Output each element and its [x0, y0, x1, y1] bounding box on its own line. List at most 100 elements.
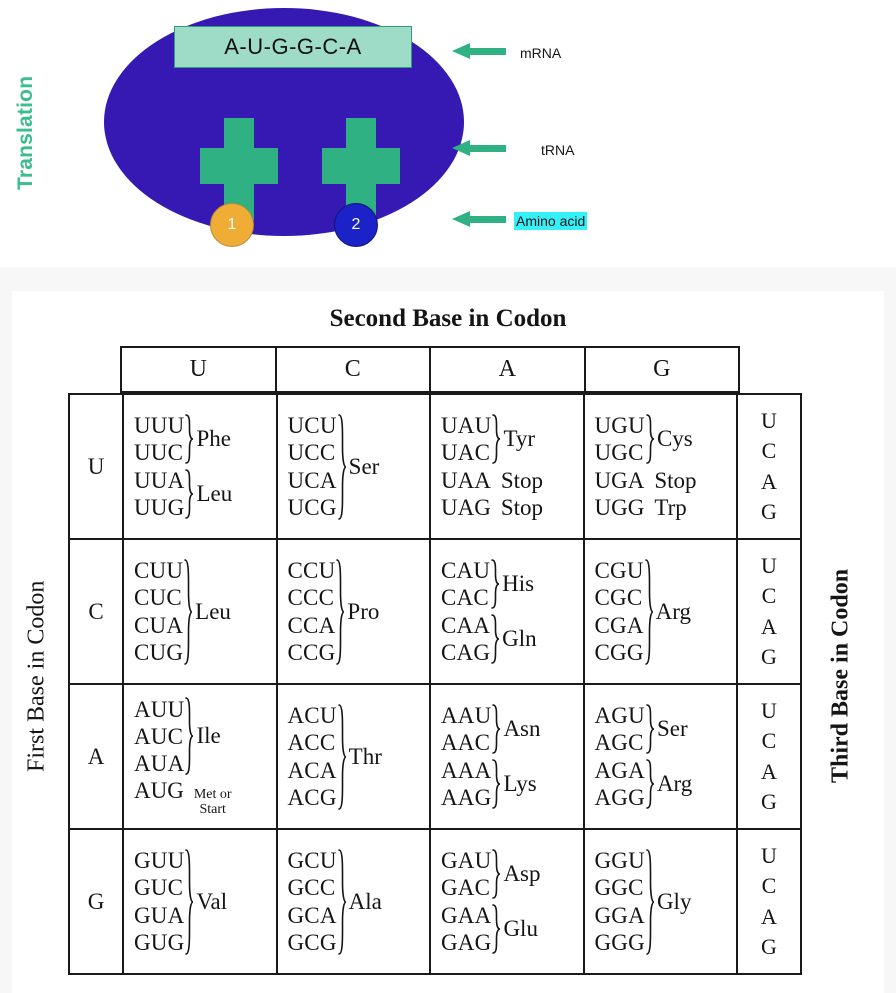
trna-horizontal-bar: [322, 148, 400, 184]
codon: GAG: [441, 929, 492, 955]
codon: CGC: [594, 585, 643, 611]
arrow-head: [452, 43, 470, 59]
codon: CCA: [287, 612, 336, 638]
codon: UCC: [287, 440, 336, 466]
codon: ACA: [287, 757, 337, 783]
curly-brace-icon: [646, 847, 655, 956]
arrow-shaft: [468, 145, 506, 152]
codon: AAU: [441, 703, 492, 729]
curly-brace-icon: [185, 412, 194, 466]
amino-acid-abbrev: Asp: [503, 861, 541, 887]
arrow-head: [452, 211, 470, 227]
codon: CAG: [441, 639, 491, 665]
curly-brace-icon: [491, 612, 500, 666]
codon: GGG: [594, 929, 645, 955]
third-base-letter: G: [761, 643, 777, 669]
codon: AGU: [594, 703, 645, 729]
codon: GUA: [134, 902, 185, 928]
codon: AAA: [441, 757, 492, 783]
codon: AGC: [594, 730, 644, 756]
codon: UAA: [441, 467, 491, 493]
codon: ACU: [287, 703, 337, 729]
amino-acid-abbrev: Ala: [348, 888, 382, 914]
curly-brace-icon: [337, 847, 347, 956]
curly-brace-icon: [646, 702, 655, 756]
second-base-header-g: G: [653, 356, 671, 382]
translation-diagram-panel: Translation A-U-G-G-C-A 1 2 mRNA tRNA Am…: [0, 0, 896, 267]
amino-acid-abbrev: Ser: [656, 716, 688, 742]
codon-table-title: Second Base in Codon: [329, 305, 567, 332]
amino-acid-abbrev: Lys: [503, 770, 537, 796]
third-base-letter: C: [761, 583, 777, 609]
curly-brace-icon: [646, 412, 655, 466]
amino-acid-abbrev: His: [502, 571, 535, 597]
amino-acid-number: 2: [351, 216, 361, 233]
third-base-letter: U: [761, 697, 777, 723]
third-base-letter: A: [761, 613, 777, 639]
curly-brace-icon: [185, 467, 194, 521]
trna-shape-1: [200, 118, 278, 220]
amino-acid-abbrev: Asn: [503, 716, 541, 742]
codon: GAC: [441, 875, 491, 901]
amino-acid-abbrev: Gly: [656, 888, 692, 914]
amino-acid-abbrev: Stop: [654, 467, 697, 493]
amino-acid-abbrev: Arg: [656, 770, 693, 796]
curly-brace-icon: [644, 557, 654, 666]
third-base-letter: G: [761, 498, 777, 524]
codon: GCG: [287, 929, 337, 955]
codon: UAG: [441, 494, 491, 520]
third-base-letter: U: [761, 842, 777, 868]
arrow-head: [452, 140, 470, 156]
curly-brace-icon: [184, 557, 193, 666]
codon: AGA: [594, 757, 645, 783]
codon: GUC: [134, 875, 184, 901]
amino-acid-abbrev: Ser: [348, 453, 380, 479]
codon: AAG: [441, 784, 492, 810]
curly-brace-icon: [337, 702, 347, 811]
amino-acid-abbrev: Phe: [196, 426, 231, 452]
arrow-left-icon-amino-acid: [452, 211, 506, 227]
codon: GGU: [594, 848, 645, 874]
codon: CAU: [441, 558, 491, 584]
codon: AUC: [134, 723, 184, 749]
amino-acid-abbrev: Tyr: [503, 426, 536, 452]
codon: CUA: [134, 612, 184, 638]
curly-brace-icon: [492, 847, 501, 901]
codon: UGU: [594, 413, 645, 439]
codon: AUG: [134, 778, 184, 803]
amino-acid-abbrev: Pro: [347, 598, 380, 624]
